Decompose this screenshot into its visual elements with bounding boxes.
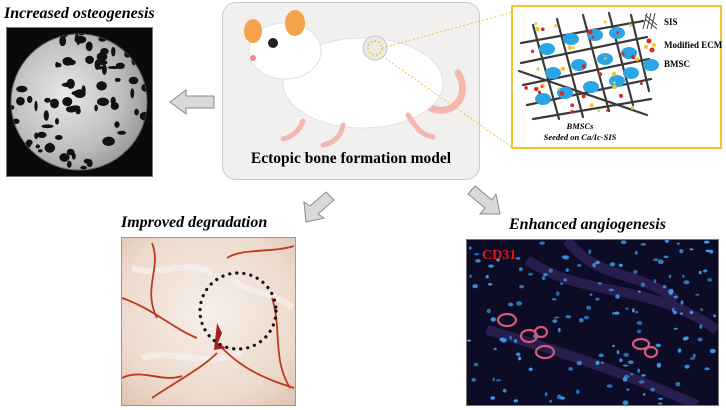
arrow-left-icon <box>169 89 215 115</box>
ecm-dot <box>612 81 616 85</box>
degradation-title: Improved degradation <box>121 214 268 231</box>
sis-legend-icon <box>642 12 658 30</box>
legend-bmsc-label: BMSC <box>664 59 691 69</box>
ecm-dot <box>635 57 640 62</box>
ecm-dot <box>570 103 575 108</box>
bmsc-cell <box>545 67 561 79</box>
ecm-dot <box>591 36 595 39</box>
ecm-dot <box>537 90 542 95</box>
ecm-dot <box>611 71 617 77</box>
arrow-down-right-icon <box>467 185 501 215</box>
ecm-dot <box>534 22 538 25</box>
ecm-dot <box>541 27 545 32</box>
ecm-dot <box>567 45 573 50</box>
bmsc-cell <box>535 93 551 105</box>
ecm-dot <box>630 106 635 110</box>
ecm-dot <box>616 31 619 35</box>
bmsc-cell <box>623 67 639 79</box>
ecm-dot <box>604 57 607 60</box>
ecm-dot <box>557 87 560 90</box>
ecm-dot <box>581 64 586 69</box>
ecm-dot <box>572 46 575 50</box>
ecm-dot <box>560 66 566 72</box>
legend-sis-label: SIS <box>664 17 678 27</box>
degradation-photo <box>121 237 296 406</box>
bmsc-cell <box>583 81 599 93</box>
ecm-dot <box>619 93 623 98</box>
ecm-dot <box>631 55 636 60</box>
bmsc-cell <box>557 87 573 99</box>
osteogenesis-title: Increased osteogenesis <box>4 5 155 22</box>
rat-illustration <box>244 10 466 148</box>
rat-model-panel <box>222 2 480 180</box>
bmsc-cell <box>609 75 625 87</box>
ecm-dot <box>531 49 535 54</box>
ecm-dot <box>554 24 558 28</box>
micro-ct-image <box>6 27 153 177</box>
ecm-dot <box>597 109 601 112</box>
arrow-down-left-icon <box>303 191 335 223</box>
ecm-dot <box>570 110 575 114</box>
inset-leader-lines <box>381 11 514 149</box>
bmsc-cell <box>539 43 555 55</box>
ecm-dot <box>603 20 607 24</box>
ecm-dot <box>524 86 528 90</box>
ecm-dot <box>540 85 544 88</box>
ecm-dot <box>621 52 625 56</box>
bmsc-cell <box>563 33 579 45</box>
ecm-dot <box>612 84 617 90</box>
ecm-dot <box>589 103 594 108</box>
ecm-dot <box>587 29 593 35</box>
ecm-dot <box>534 87 539 91</box>
ecm-dot <box>606 109 609 112</box>
ecm-dot <box>639 82 643 85</box>
scaffold-schematic-inset: SIS Modified ECM BMSC BMSCs Seeded on Ca… <box>511 5 722 149</box>
ecm-dot <box>536 67 540 71</box>
legend-ecm-label: Modified ECM <box>664 40 723 50</box>
bmsc-legend-icon <box>643 59 659 71</box>
ecm-dot <box>628 23 633 27</box>
ecm-dot <box>581 94 586 99</box>
inset-caption-line1: BMSCs <box>566 121 594 131</box>
cd31-label: CD31 <box>482 248 517 263</box>
ecm-dot <box>598 72 603 76</box>
ecm-legend-icon <box>644 38 656 53</box>
ecm-dot <box>535 26 540 32</box>
inset-caption-line2: Seeded on Ca/Ic-SIS <box>543 132 617 142</box>
model-label: Ectopic bone formation model <box>250 150 452 167</box>
cd31-stain-image: CD31 <box>466 239 719 406</box>
ecm-dot <box>559 91 565 96</box>
angiogenesis-title: Enhanced angiogenesis <box>509 216 666 233</box>
